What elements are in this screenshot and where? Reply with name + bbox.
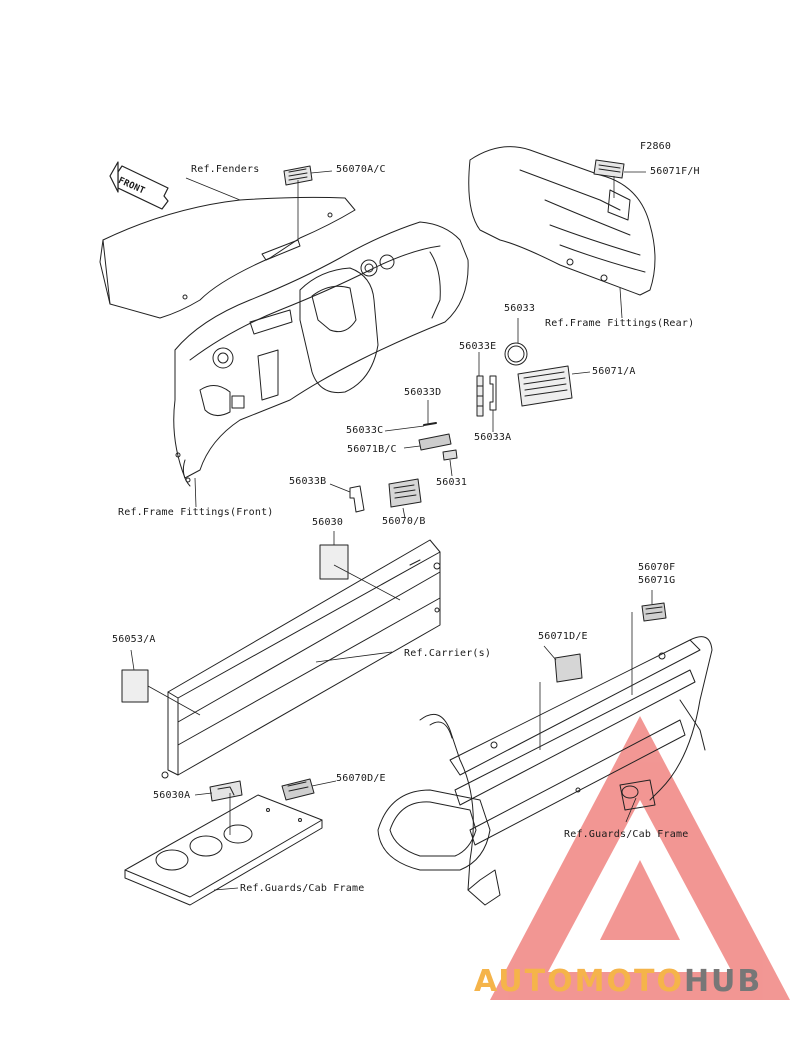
label-56033: 56033 <box>504 303 536 314</box>
decal-56071A <box>517 365 573 407</box>
watermark-logo <box>490 716 790 1000</box>
label-ref-fenders: Ref.Fenders <box>191 164 260 175</box>
decal-56070B <box>388 478 422 508</box>
label-56030A: 56030A <box>153 790 191 801</box>
label-ref-guards-cab-right: Ref.Guards/Cab Frame <box>564 829 689 840</box>
label-56071BC: 56071B/C <box>347 444 397 455</box>
label-56033D: 56033D <box>404 387 442 398</box>
label-ref-guards-cab-left: Ref.Guards/Cab Frame <box>240 883 365 894</box>
fender-panel <box>99 196 356 319</box>
watermark-text: AUTOMOTOHUB <box>474 964 762 999</box>
label-56071FH: 56071F/H <box>650 166 700 177</box>
label-56033A: 56033A <box>474 432 512 443</box>
label-56031: 56031 <box>436 477 468 488</box>
band-56033 <box>504 342 528 366</box>
decal-56070AC <box>283 165 313 186</box>
decal-56071DE <box>554 653 583 683</box>
rear-frame-cover <box>468 146 656 296</box>
label-56033B: 56033B <box>289 476 327 487</box>
watermark-text-part1: AUTOMOTO <box>474 964 684 999</box>
decal-56053A <box>121 669 149 703</box>
decal-56070DE <box>281 778 315 801</box>
strip-56033E <box>476 375 484 417</box>
decal-56071BC <box>418 433 452 451</box>
front-arrow-icon <box>109 161 169 210</box>
label-56030: 56030 <box>312 517 344 528</box>
label-56071G: 56071G <box>638 575 676 586</box>
dashboard-panel <box>173 221 469 487</box>
label-ref-frame-front: Ref.Frame Fittings(Front) <box>118 507 274 518</box>
label-56033C: 56033C <box>346 425 384 436</box>
clip-56033A <box>489 375 497 411</box>
label-ref-frame-rear: Ref.Frame Fittings(Rear) <box>545 318 695 329</box>
decal-56071FH <box>593 159 625 179</box>
diagram-code: F2860 <box>640 141 672 152</box>
clip-56033B <box>349 485 365 513</box>
floor-board <box>124 794 323 906</box>
label-56070DE: 56070D/E <box>336 773 386 784</box>
decal-56033D <box>423 422 437 426</box>
label-56053A: 56053/A <box>112 634 156 645</box>
label-56071DE: 56071D/E <box>538 631 588 642</box>
decal-56030 <box>319 544 349 580</box>
label-ref-carriers: Ref.Carrier(s) <box>404 648 492 659</box>
label-56033E: 56033E <box>459 341 497 352</box>
label-56071A: 56071/A <box>592 366 636 377</box>
label-56070B: 56070/B <box>382 516 426 527</box>
decal-56030A <box>209 780 243 802</box>
cab-frame-guard <box>377 636 713 906</box>
label-56070F: 56070F <box>638 562 676 573</box>
leader-lines <box>130 170 653 891</box>
label-56070AC: 56070A/C <box>336 164 386 175</box>
decal-56070F-56071G <box>641 602 667 622</box>
tailgate-panel <box>161 539 441 779</box>
watermark-text-part2: HUB <box>683 964 763 999</box>
decal-56031 <box>442 449 458 461</box>
